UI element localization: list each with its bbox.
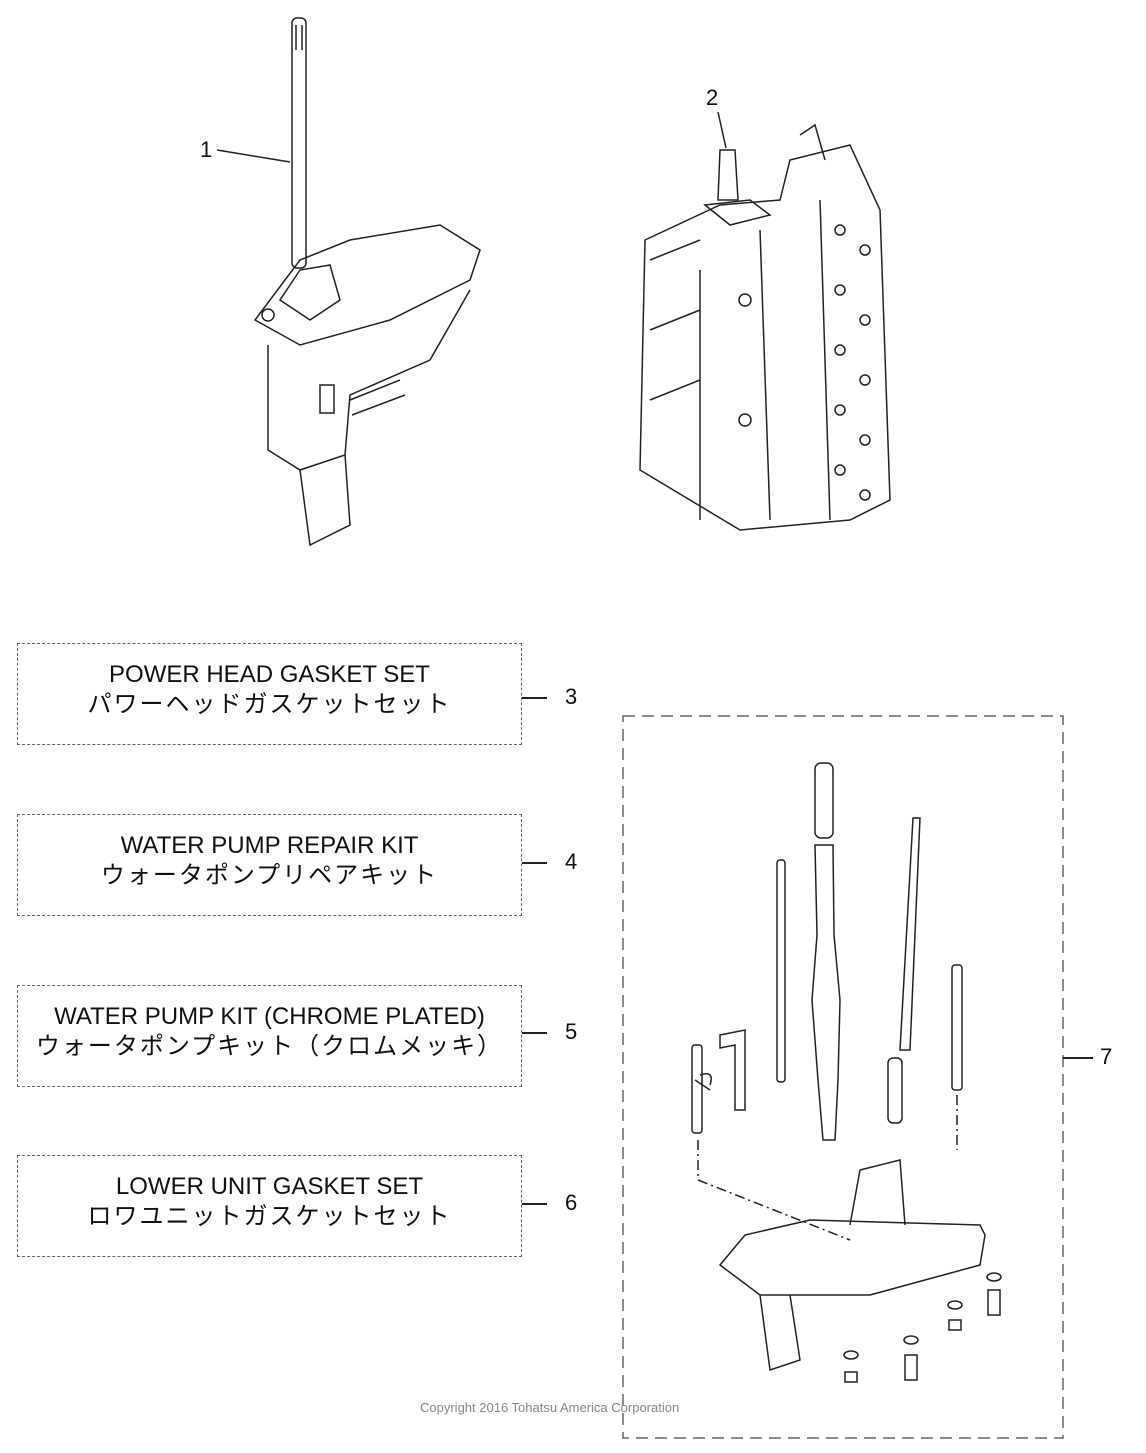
- kit-label-en: WATER PUMP REPAIR KIT: [120, 832, 419, 859]
- leader-2: [717, 111, 727, 149]
- kit-label-jp: パワーヘッドガスケットセット: [87, 691, 452, 718]
- kit-box-lower-unit-gasket-set: LOWER UNIT GASKET SET ロワユニットガスケットセット: [17, 1155, 522, 1257]
- kit-label-en: WATER PUMP KIT (CHROME PLATED): [54, 1003, 485, 1030]
- callout-7: 7: [1100, 1044, 1113, 1069]
- callout-5: 5: [565, 1019, 578, 1044]
- kit-7-box: [622, 715, 1064, 1439]
- callout-4: 4: [565, 849, 578, 874]
- kit-box-water-pump-kit-chrome: WATER PUMP KIT (CHROME PLATED) ウォータポンプキッ…: [17, 985, 522, 1087]
- leader-1: [216, 149, 291, 163]
- leader-3: [522, 697, 547, 699]
- part-2-power-head: [639, 123, 891, 531]
- kit-label-jp: ロワユニットガスケットセット: [87, 1203, 452, 1230]
- kit-label-en: LOWER UNIT GASKET SET: [115, 1173, 424, 1200]
- kit-box-water-pump-repair-kit: WATER PUMP REPAIR KIT ウォータポンプリペアキット: [17, 814, 522, 916]
- callout-6: 6: [565, 1190, 578, 1215]
- kit-label-jp: ウォータポンプキット（クロムメッキ）: [35, 1033, 504, 1060]
- kit-label-en: POWER HEAD GASKET SET: [109, 661, 430, 688]
- callout-1: 1: [200, 137, 213, 162]
- leader-4: [522, 862, 547, 864]
- copyright-notice: Copyright 2016 Tohatsu America Corporati…: [420, 1400, 680, 1415]
- leader-5: [522, 1032, 547, 1034]
- kit-label-jp: ウォータポンプリペアキット: [100, 862, 439, 889]
- part-7-components: [691, 762, 1002, 1383]
- part-1-lower-unit: [253, 17, 481, 547]
- leader-7: [1063, 1057, 1093, 1059]
- callout-3: 3: [565, 684, 578, 709]
- leader-6: [522, 1203, 547, 1205]
- callout-2: 2: [706, 85, 719, 110]
- kit-box-power-head-gasket-set: POWER HEAD GASKET SET パワーヘッドガスケットセット: [17, 643, 522, 745]
